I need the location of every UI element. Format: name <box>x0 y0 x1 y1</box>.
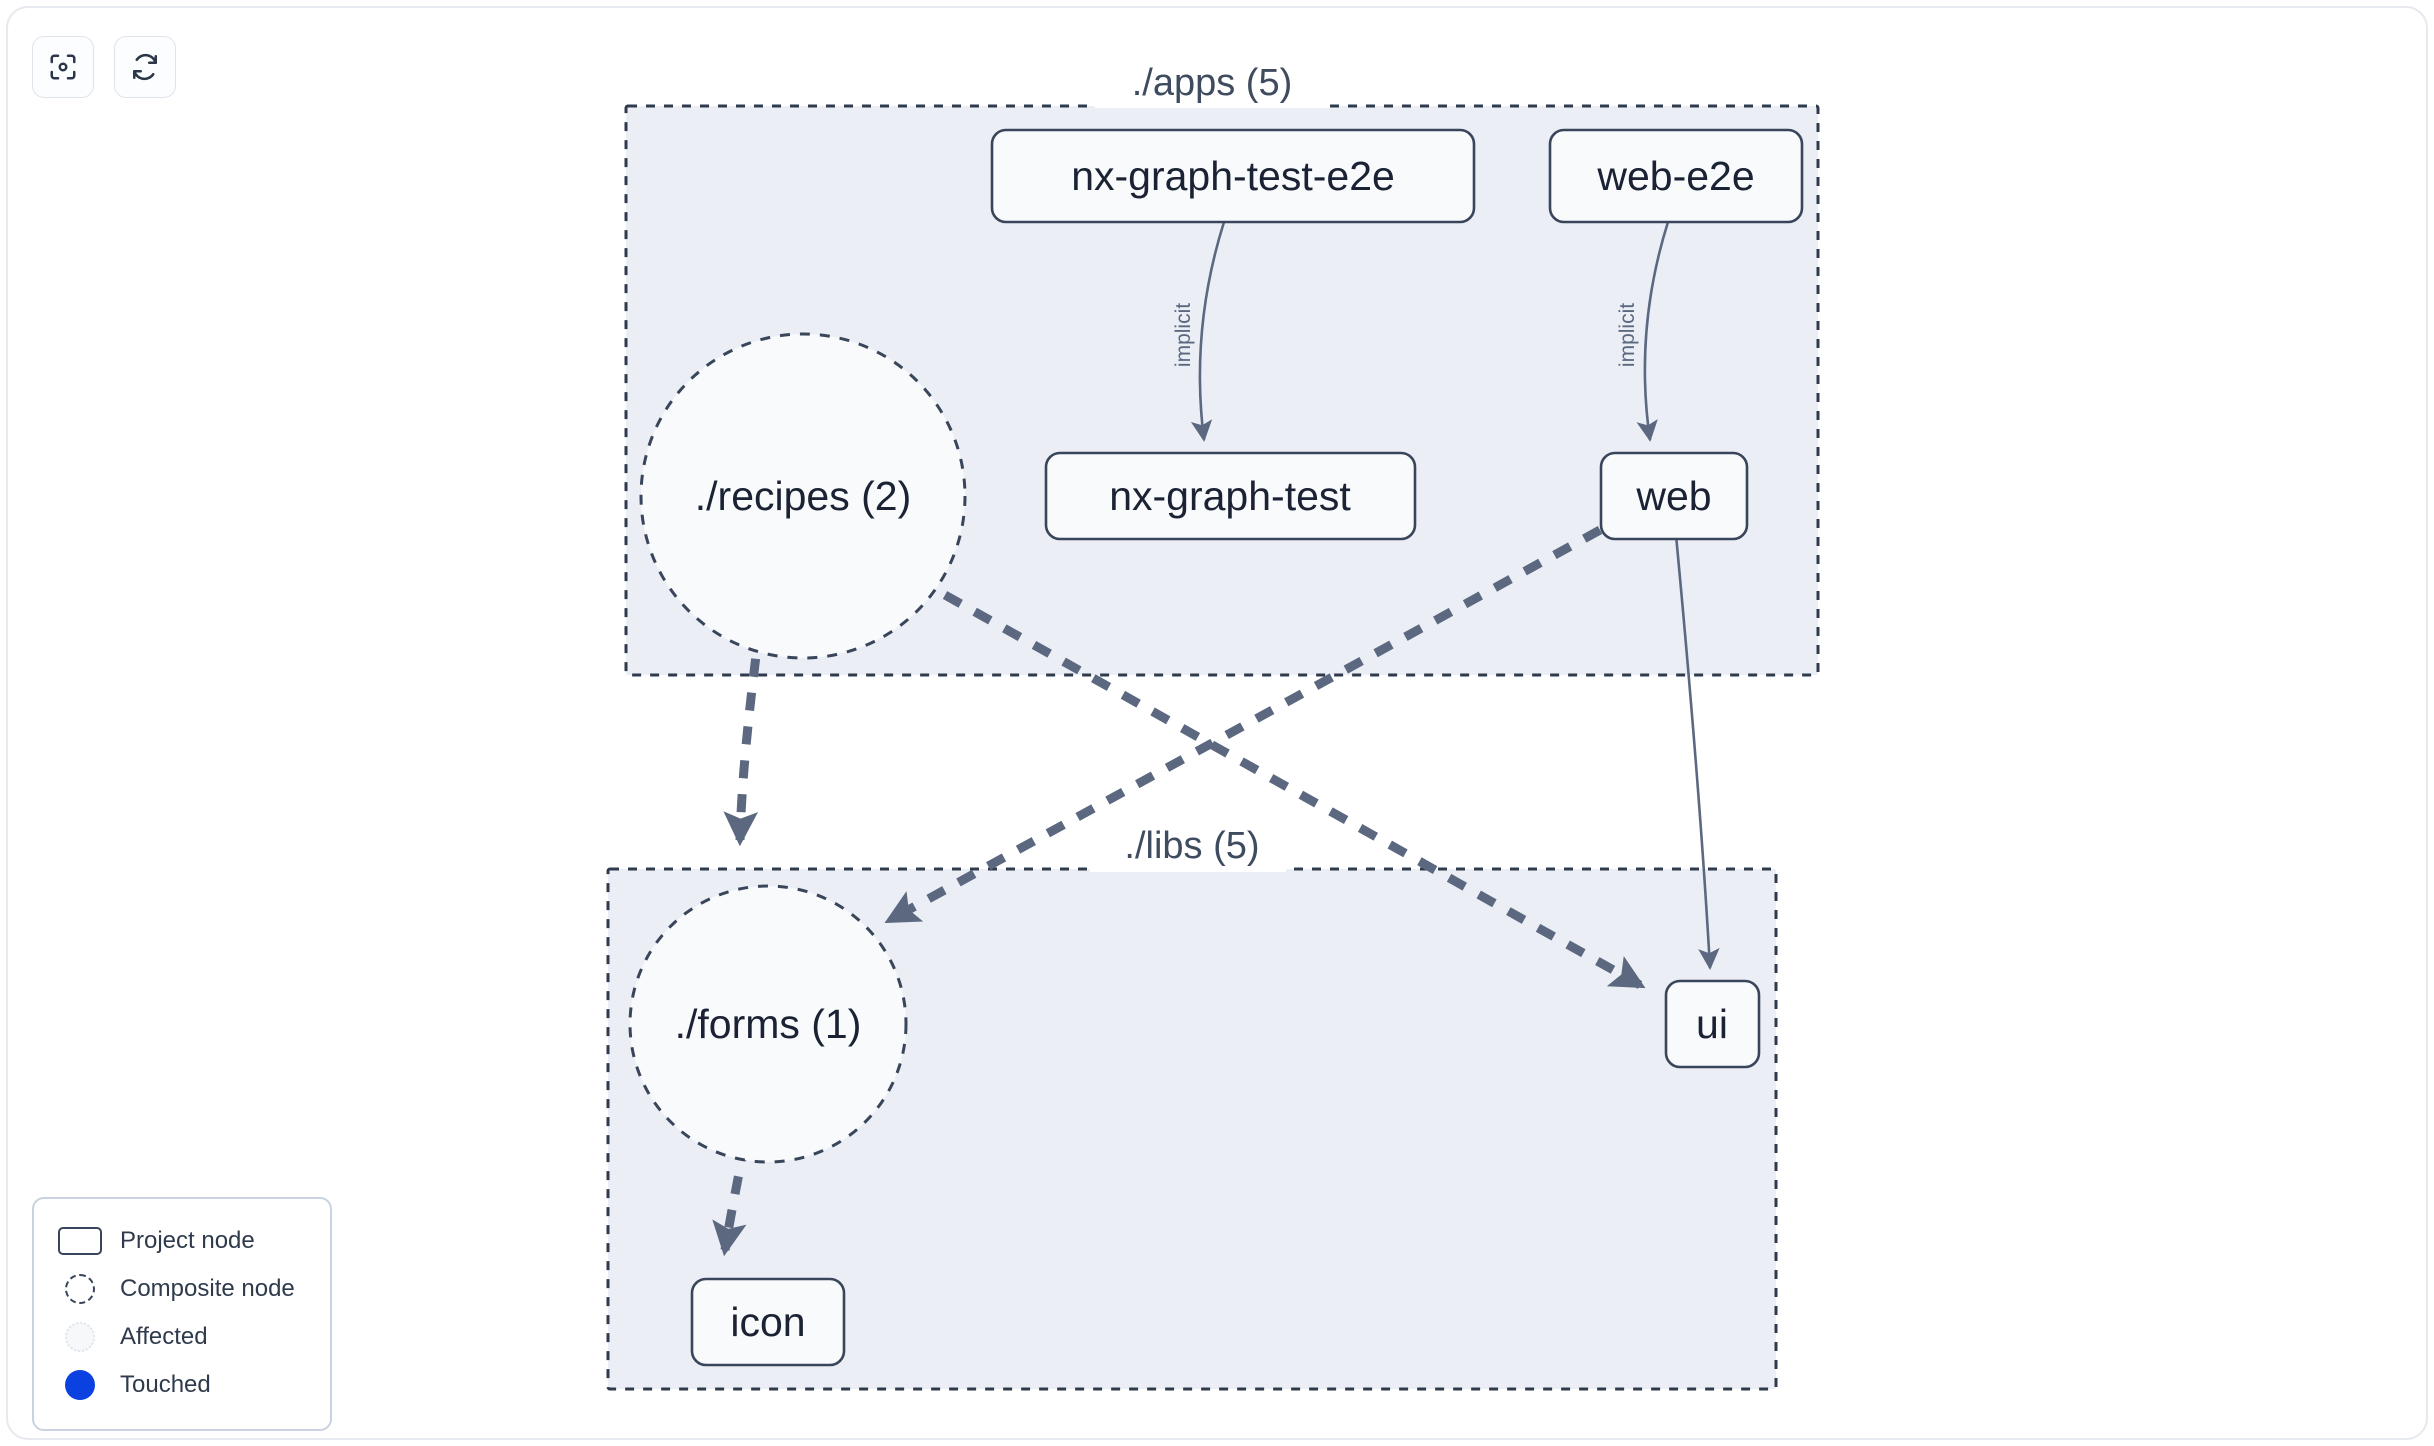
affected-swatch <box>56 1322 104 1352</box>
refresh-icon <box>130 52 160 82</box>
project-node-web-e2e-label: web-e2e <box>1596 153 1754 199</box>
project-node-ui[interactable]: ui <box>1664 979 1761 1069</box>
legend-label-affected: Affected <box>120 1323 208 1350</box>
legend-item-project-node: Project node <box>56 1217 308 1265</box>
touched-swatch <box>56 1370 104 1400</box>
legend-item-touched: Touched <box>56 1361 308 1409</box>
project-node-nx-graph-test-e2e-label: nx-graph-test-e2e <box>1071 153 1395 199</box>
composite-node-swatch <box>56 1274 104 1304</box>
edge-label-implicit-2: implicit <box>1616 303 1639 367</box>
composite-node-recipes[interactable]: ./recipes (2) <box>639 332 967 660</box>
project-node-icon-label: icon <box>730 1299 805 1345</box>
legend-item-affected: Affected <box>56 1313 308 1361</box>
legend-label-project-node: Project node <box>120 1227 255 1254</box>
legend-item-composite-node: Composite node <box>56 1265 308 1313</box>
focus-target-icon <box>48 52 78 82</box>
edge-web-e2e-to-web[interactable]: implicit <box>1616 221 1670 442</box>
focus-graph-button[interactable] <box>32 36 94 98</box>
composite-node-forms-label: ./forms (1) <box>675 1001 862 1047</box>
edge-nx-graph-test-e2e-to-nx-graph-test[interactable]: implicit <box>1172 221 1226 442</box>
project-node-nx-graph-test[interactable]: nx-graph-test <box>1044 451 1417 541</box>
composite-node-forms[interactable]: ./forms (1) <box>628 884 908 1164</box>
project-node-nx-graph-test-e2e[interactable]: nx-graph-test-e2e <box>990 128 1476 224</box>
edge-web-to-ui[interactable] <box>1674 534 1720 970</box>
composite-node-recipes-label: ./recipes (2) <box>695 473 911 519</box>
project-node-icon[interactable]: icon <box>690 1277 846 1367</box>
project-node-web[interactable]: web <box>1599 451 1749 541</box>
project-node-ui-label: ui <box>1696 1001 1728 1047</box>
graph-toolbar <box>32 36 176 98</box>
edge-label-implicit-1: implicit <box>1172 303 1195 367</box>
group-apps-label: ./apps (5) <box>1132 62 1293 104</box>
legend-label-touched: Touched <box>120 1371 211 1398</box>
legend-label-composite-node: Composite node <box>120 1275 295 1302</box>
project-node-web-e2e[interactable]: web-e2e <box>1548 128 1804 224</box>
group-libs-label: ./libs (5) <box>1124 825 1259 867</box>
graph-legend: Project node Composite node Affected Tou… <box>32 1197 332 1431</box>
project-node-swatch <box>56 1227 104 1255</box>
project-node-nx-graph-test-label: nx-graph-test <box>1109 473 1351 519</box>
project-node-web-label: web <box>1635 473 1711 519</box>
refresh-graph-button[interactable] <box>114 36 176 98</box>
